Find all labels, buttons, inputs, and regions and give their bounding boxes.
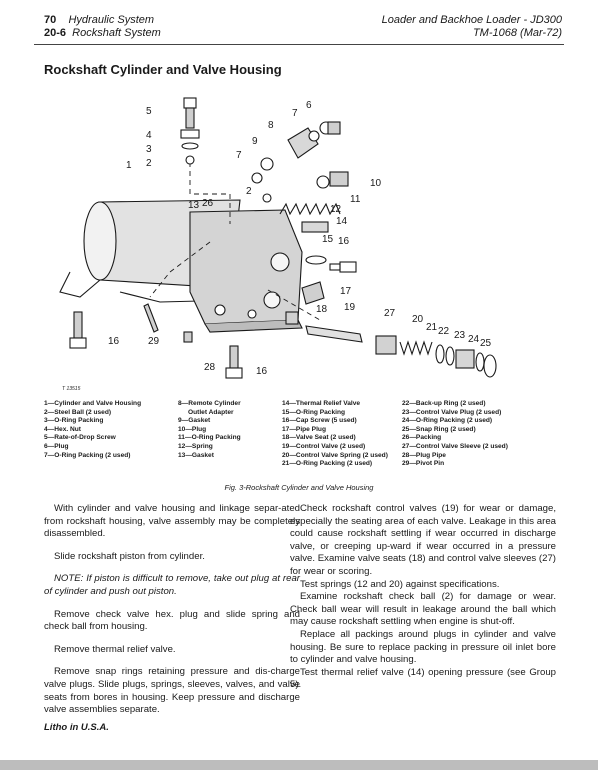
section-subtitle: Rockshaft System [72,27,161,39]
callout: 6 [306,100,312,111]
callout: 18 [316,304,328,315]
callout: 1 [126,160,132,171]
legend-item: 16—Cap Screw (5 used) [282,417,357,425]
callout: 7 [236,150,242,161]
legend-item: 29—Pivot Pin [402,460,445,468]
footer-litho: Litho in U.S.A. [44,722,109,733]
legend-item: 26—Packing [402,434,442,442]
callout: 2 [246,186,252,197]
callout: 3 [146,144,152,155]
legend-item: 6—Plug [44,442,69,450]
legend-item: 15—O-Ring Packing [282,408,346,416]
callout: 23 [454,330,466,341]
legend-item: 19—Control Valve (2 used) [282,442,366,450]
paragraph: Test springs (12 and 20) against specifi… [300,578,500,590]
legend-item: 1—Cylinder and Valve Housing [44,400,142,407]
callout: 26 [202,198,214,209]
callout: 5 [146,106,152,117]
legend-item: 4—Hex. Nut [44,425,82,433]
callout: 13 [188,200,200,211]
paragraph: Check rockshaft control valves (19) for … [290,503,556,577]
legend-item: 7—O-Ring Packing (2 used) [44,451,131,459]
paragraph: Remove thermal relief valve. [54,643,176,655]
legend-item: 28—Plug Pipe [402,451,446,459]
legend-item: 23—Control Valve Plug (2 used) [402,408,502,416]
body-right-column: Check rockshaft control valves (19) for … [290,503,556,692]
paragraph: Remove check valve hex. plug and slide s… [44,608,300,633]
callout: 16 [108,336,120,347]
callout: 7 [292,108,298,119]
header-left: 70 Hydraulic System 20-6 Rockshaft Syste… [44,14,161,40]
callout: 19 [344,302,356,313]
callout: 21 [426,322,438,333]
note-paragraph: NOTE: If piston is difficult to remove, … [44,573,300,597]
legend-item: 21—O-Ring Packing (2 used) [282,460,373,468]
callout: 14 [336,216,348,227]
callout: 24 [468,334,480,345]
legend-item: 2—Steel Ball (2 used) [44,408,112,416]
legend-item: 3—O-Ring Packing [44,417,104,425]
legend-item: 5—Rate-of-Drop Screw [44,434,116,442]
legend-item: 20—Control Valve Spring (2 used) [282,451,388,459]
legend-item: 27—Control Valve Sleeve (2 used) [402,442,508,450]
manual-number: TM-1068 (Mar-72) [472,27,562,39]
legend-col-1: 1—Cylinder and Valve Housing 2—Steel Bal… [44,400,141,460]
paragraph: Remove snap rings retaining pressure and… [44,666,300,716]
callout: 9 [252,136,258,147]
callout: 2 [146,158,152,169]
exploded-view-figure: 5 4 3 2 1 6 7 8 9 7 2 10 11 12 14 13 26 … [59,97,497,392]
callout: 11 [350,194,361,205]
page-number: 70 [44,14,57,26]
callout: 12 [330,204,342,215]
legend-col-4: 22—Back-up Ring (2 used) 23—Control Valv… [402,400,508,469]
callout: 17 [340,286,352,297]
callout: 10 [370,178,382,189]
section-title: Rockshaft Cylinder and Valve Housing [44,62,282,77]
body-left-column: With cylinder and valve housing and link… [44,503,300,727]
callout: 25 [480,338,492,349]
paragraph: Test thermal relief valve (14) opening p… [290,666,556,691]
callout: 8 [268,120,274,131]
legend-col-3: 14—Thermal Relief Valve 15—O-Ring Packin… [282,400,388,469]
paragraph: Slide rockshaft piston from cylinder. [54,550,205,562]
figure-ref: T 13515 [62,386,81,392]
page-edge-bar [0,760,598,770]
callout: 4 [146,130,152,141]
legend-item: 22—Back-up Ring (2 used) [402,400,486,407]
group-title: Hydraulic System [68,14,155,26]
header-rule [34,44,564,45]
legend-item: 12—Spring [178,442,213,450]
callout: 29 [148,336,160,347]
legend-item: 10—Plug [178,425,207,433]
figure-caption: Fig. 3-Rockshaft Cylinder and Valve Hous… [224,483,374,492]
paragraph: With cylinder and valve housing and link… [44,503,300,540]
legend-item: 11—O-Ring Packing [178,434,241,442]
header-right: Loader and Backhoe Loader - JD300 TM-106… [382,14,562,40]
legend-item: 18—Valve Seat (2 used) [282,434,356,442]
legend-item: Outlet Adapter [188,408,234,416]
legend-item: 17—Pipe Plug [282,425,326,433]
callout: 20 [412,314,424,325]
manual-title: Loader and Backhoe Loader - JD300 [381,14,562,26]
section-number: 20-6 [44,27,67,39]
callout: 15 [322,234,334,245]
paragraph: Examine rockshaft check ball (2) for dam… [290,591,556,628]
legend-col-2: 8—Remote Cylinder Outlet Adapter 9—Gaske… [178,400,241,460]
paragraph: Replace all packings around plugs in cyl… [290,628,556,666]
legend-item: 24—O-Ring Packing (2 used) [402,417,493,425]
legend-item: 14—Thermal Relief Valve [282,400,361,407]
callout: 16 [256,366,268,377]
callout: 22 [438,326,450,337]
callout: 16 [338,236,350,247]
legend-item: 9—Gasket [178,417,211,425]
legend-item: 13—Gasket [178,451,214,459]
callout: 28 [204,362,216,373]
legend-item: 8—Remote Cylinder [178,400,241,407]
legend-item: 25—Snap Ring (2 used) [402,425,476,433]
callout: 27 [384,308,396,319]
